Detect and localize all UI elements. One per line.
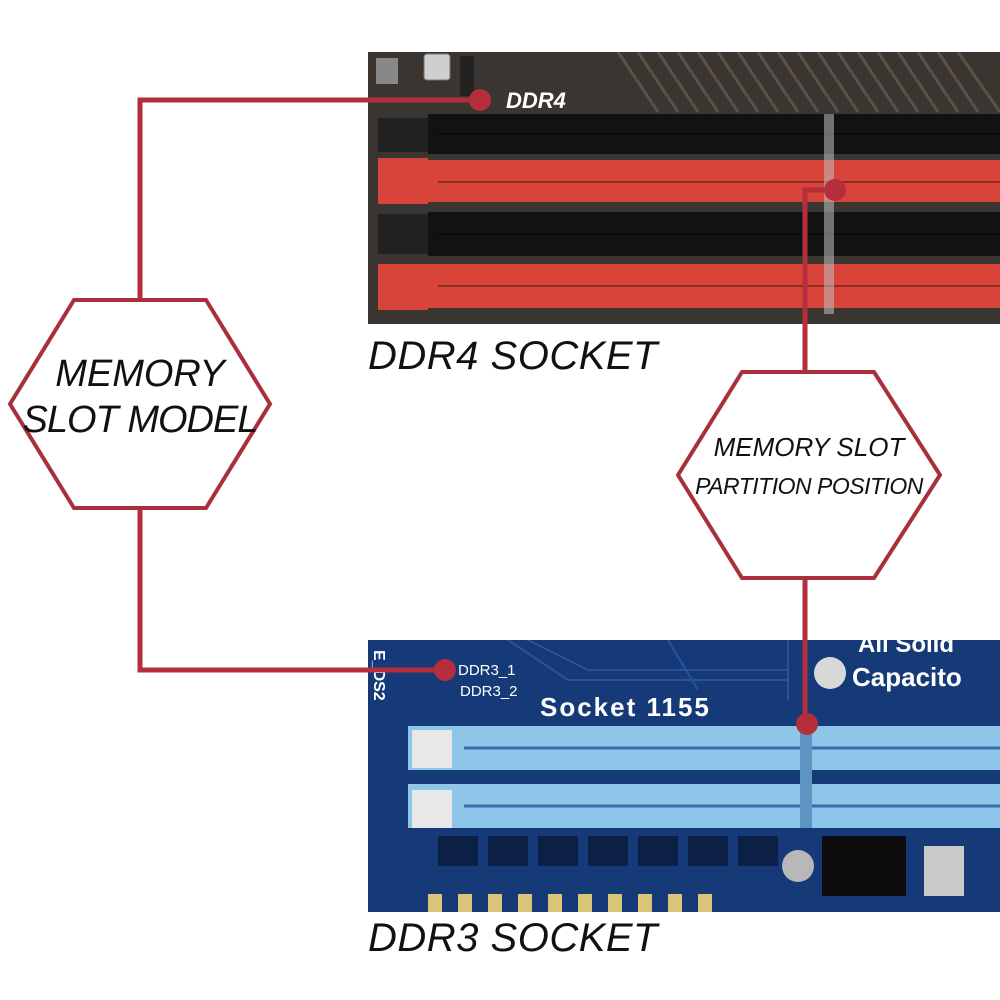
ddr3-side-text: E_DS2 — [370, 650, 387, 701]
dot-ddr4-label — [469, 89, 491, 111]
ddr3-board-photo: E_DS2 DDR3_1 DDR3_2 Socket 1155 All Soli… — [368, 640, 1000, 912]
ddr3-slot-label-1: DDR3_1 — [458, 662, 516, 679]
dot-ddr3-partition — [796, 713, 818, 735]
slot-model-line-1: MEMORY — [55, 353, 225, 395]
ddr3-chip-label: Socket 1155 — [540, 692, 711, 722]
partition-line-1: MEMORY SLOT — [713, 432, 905, 462]
hex-partition — [675, 370, 943, 580]
ddr4-caption: DDR4 SOCKET — [368, 334, 658, 378]
ddr4-board-photo: DDR4 — [368, 52, 1000, 324]
connector-dots — [434, 89, 846, 735]
ddr3-corner-text-2: Capacito — [852, 662, 962, 692]
ddr3-slot-label-2: DDR3_2 — [460, 683, 518, 700]
partition-line-2: PARTITION POSITION — [695, 473, 923, 500]
slot-model-label: MEMORY SLOT MODEL — [20, 352, 260, 443]
dot-ddr4-partition — [824, 179, 846, 201]
partition-label: MEMORY SLOT PARTITION POSITION — [686, 432, 932, 501]
ddr3-caption: DDR3 SOCKET — [368, 916, 658, 960]
hex-slot-model — [7, 298, 273, 510]
dot-ddr3-label — [434, 659, 456, 681]
slot-model-line-2: SLOT MODEL — [22, 398, 259, 441]
ddr3-corner-text-1: All Solid — [858, 640, 954, 658]
ddr4-silkscreen-label: DDR4 — [506, 88, 566, 113]
